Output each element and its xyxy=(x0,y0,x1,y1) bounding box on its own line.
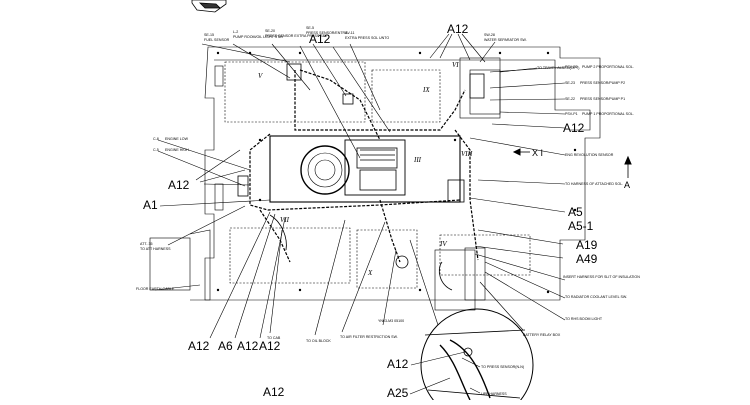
label-att-desc: TO ATT HARNESS xyxy=(140,247,171,251)
label-psvp1-desc: PUMP 1 PROPORTIONAL SOL. xyxy=(582,112,634,116)
label-c8-code: C-8 xyxy=(153,137,159,141)
view-arrows xyxy=(512,148,632,178)
callout-a12-b2: A12 xyxy=(237,339,259,353)
callout-a1: A1 xyxy=(143,198,158,212)
label-c5-code: C-5 xyxy=(153,148,159,152)
callout-a12-top2: A12 xyxy=(309,32,331,46)
label-boom-light: TO RHS BOOM LIGHT xyxy=(565,317,603,321)
callout-a49: A49 xyxy=(576,252,598,266)
label-sw28-code: SW-28 xyxy=(484,33,495,37)
label-radiator: TO RADIATOR COOLANT LEVEL SW. xyxy=(565,295,627,299)
label-insert-harness: INSERT HARNESS FOR SLIT OF INSULATION xyxy=(563,275,640,279)
label-upp-harness: UPP HARNESS xyxy=(481,392,507,396)
label-l2-desc: PUMP ROOM/OIL LIGHT STAY xyxy=(233,35,284,39)
small-labels: SE-15 FUEL SENSOR L-2 PUMP ROOM/OIL LIGH… xyxy=(136,26,640,396)
callout-a12-b3: A12 xyxy=(259,339,281,353)
callouts: A12 A12 A12 A12 A1 A5 A5-1 A19 A49 A12 A… xyxy=(143,22,598,400)
label-oil-block: TO OIL BLOCK xyxy=(306,339,331,343)
label-se15-desc: FUEL SENSOR xyxy=(204,38,230,42)
callout-a12-top: A12 xyxy=(447,22,469,36)
label-psvp2-code: PSV-P2 xyxy=(565,65,578,69)
label-se15-code: SE-15 xyxy=(204,33,214,37)
marker-vi: VI xyxy=(452,61,459,69)
callout-a12-detail: A12 xyxy=(387,357,409,371)
callout-a12-right: A12 xyxy=(563,121,585,135)
label-l2-code: L-2 xyxy=(233,30,238,34)
label-to-harness-att: TO HARNESS OF ATTACHED SOL. xyxy=(565,182,623,186)
marker-iv: IV xyxy=(439,240,447,248)
callout-a5-1: A5-1 xyxy=(568,219,594,233)
label-se20-code: SE-20 xyxy=(265,29,275,33)
bolt-dots xyxy=(216,51,577,294)
marker-iii: III xyxy=(413,156,422,164)
callout-a5: A5 xyxy=(568,205,583,219)
label-floor: FLOOR EARTH CABLE xyxy=(136,287,175,291)
callout-a12-b1: A12 xyxy=(188,339,210,353)
label-se5-code: SE-5 xyxy=(306,26,314,30)
marker-vii: VII xyxy=(280,216,290,224)
marker-v: V xyxy=(258,72,263,80)
marker-viii: VIII xyxy=(461,150,473,158)
label-c8-desc: ENGINE LOW xyxy=(165,137,189,141)
machine-frame xyxy=(149,46,601,311)
marker-x: X xyxy=(367,269,373,277)
label-battery: BATTERY RELAY BOX xyxy=(523,333,561,337)
harness-paths xyxy=(249,69,479,263)
label-sw28-desc: WATER SEPARATOR SW. xyxy=(484,38,527,42)
detail-inset xyxy=(420,308,534,405)
label-se23-desc: PRESS SENSOR/PUMP P2 xyxy=(580,81,625,85)
label-air-filter: TO AIR FILTER RESTRICTION SW. xyxy=(340,335,398,339)
label-part-number: YN03-M3 05100 xyxy=(378,319,404,323)
leader-lines xyxy=(154,33,566,395)
label-att-code: ATT- 35 xyxy=(140,242,153,246)
label-press-sensor-n: TO PRESS SENSOR(N-N) xyxy=(481,365,524,369)
callout-a12-bottom: A12 xyxy=(263,385,285,399)
top-left-component xyxy=(191,0,227,13)
component-details xyxy=(237,63,485,291)
label-sv11-code: SV-11 xyxy=(345,31,355,35)
label-to-travel: TO TRAVEL ALARM(OPT) xyxy=(537,66,579,70)
label-sv11-desc: EXTRA PRESS SOL UNTO xyxy=(345,36,389,40)
label-c5-desc: ENGINE HIGH xyxy=(165,148,189,152)
callout-a6: A6 xyxy=(218,339,233,353)
label-se5-desc: PRESS SENSOR/ENTRA xyxy=(306,31,348,35)
label-se23-code: SE-23 xyxy=(565,81,575,85)
label-psvp1-code: PSV-P1 xyxy=(565,112,578,116)
callout-a25: A25 xyxy=(387,386,409,400)
marker-ix: IX xyxy=(422,86,430,94)
label-to-cab: TO CAB xyxy=(267,336,281,340)
label-se22-desc: PRESS SENSOR/PUMP P1 xyxy=(580,97,625,101)
view-label-xi: X I xyxy=(532,148,543,158)
label-psvp2-desc: PUMP 2 PROPORTIONAL SOL. xyxy=(582,65,634,69)
view-label-a: A xyxy=(624,180,630,190)
label-se20-desc: PRESS SENSOR EXTRA PRESS SEL xyxy=(265,34,327,38)
callout-a19: A19 xyxy=(576,238,598,252)
label-rev-sensor: ENG REVOLUTION SENSOR xyxy=(565,153,614,157)
callout-a12-left: A12 xyxy=(168,178,190,192)
label-se22-code: SE-22 xyxy=(565,97,575,101)
